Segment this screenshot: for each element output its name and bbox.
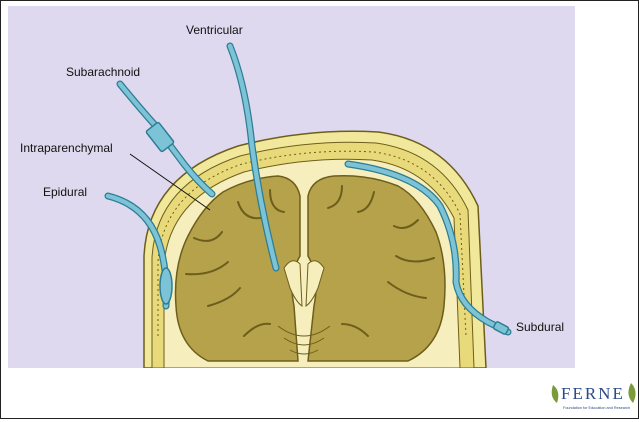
icp-monitor-diagram: Ventricular Subarachnoid Intraparenchyma…: [8, 6, 575, 368]
subdural-tip: [493, 321, 509, 335]
leaf-icon: [628, 383, 635, 403]
logo-text: FERNE: [561, 384, 625, 403]
logo-subtext: Foundation for Education and Research: [563, 406, 630, 410]
label-subdural: Subdural: [516, 320, 564, 334]
label-subarachnoid: Subarachnoid: [66, 65, 140, 79]
label-intraparenchymal: Intraparenchymal: [20, 141, 113, 155]
label-epidural: Epidural: [43, 185, 87, 199]
leaf-icon: [552, 385, 559, 403]
figure-panel: Ventricular Subarachnoid Intraparenchyma…: [8, 6, 575, 368]
epidural-sensor: [160, 268, 172, 304]
label-ventricular: Ventricular: [186, 23, 243, 37]
ferne-logo: FERNE Foundation for Education and Resea…: [547, 377, 639, 417]
